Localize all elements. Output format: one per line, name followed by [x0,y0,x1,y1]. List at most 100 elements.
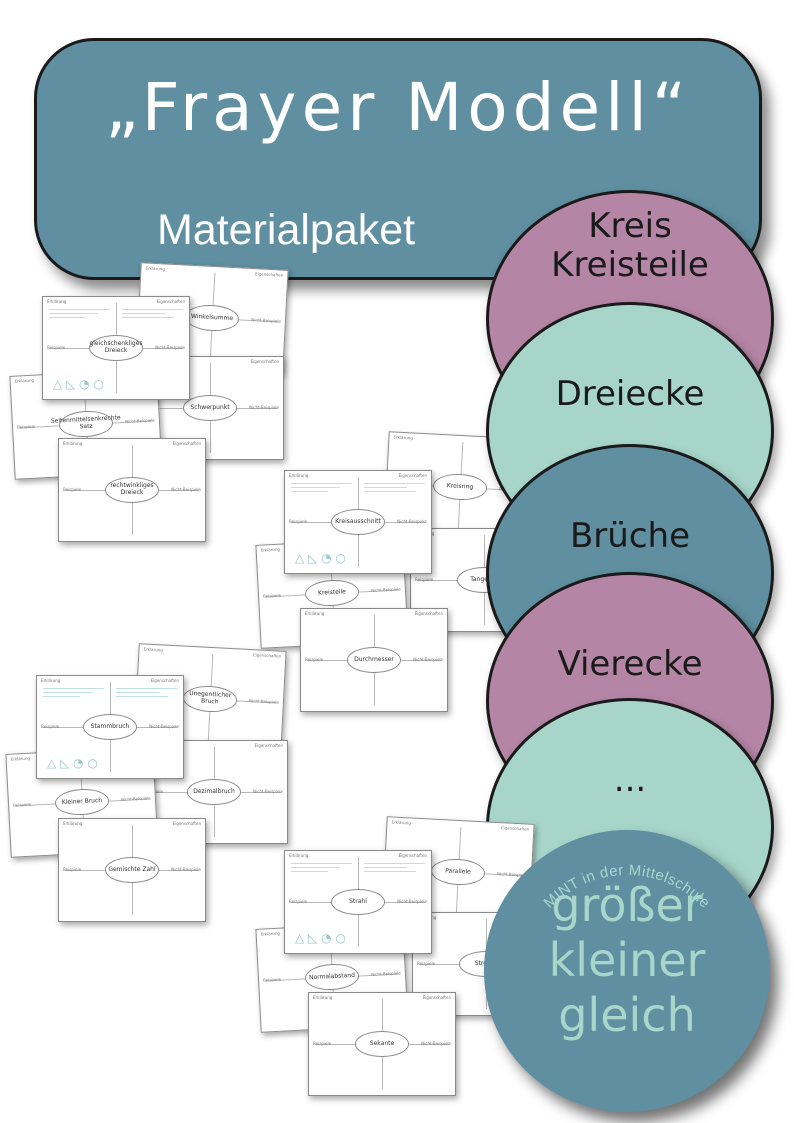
card-term: Normalabstand [304,962,360,992]
card-label-non-examples: Nicht-Beispiele [253,789,283,795]
card-label-non-examples: Nicht-Beispiele [171,867,201,873]
card-term: Strahl [331,889,385,915]
card-text-lines [49,306,111,324]
card-text-lines [121,306,183,324]
card-label-properties: Eigenschaften [172,821,201,826]
card-term: Unegentlicher Bruch [182,684,238,714]
mint-badge: MINT in der Mittelschule größer kleiner … [484,830,770,1112]
card-term: Sekante [355,1031,409,1057]
card-text-lines [115,685,177,703]
card-label-definition: Erklärung [289,473,309,478]
card-label-definition: Erklärung [41,678,61,683]
card-label-non-examples: Nicht-Beispiele [370,970,402,977]
card-label-examples: Beispiele [16,423,36,430]
card-label-properties: Eigenschaften [156,299,185,304]
card-label-definition: Erklärung [14,377,35,384]
card-label-definition: Erklärung [305,611,325,616]
card-label-examples: Beispiele [289,899,308,905]
card-term: Seitenmittelsenkrechte Satz [51,409,121,439]
subtitle: Materialpaket [157,206,416,254]
card-label-non-examples: Nicht-Beispiele [397,899,427,905]
card-term: Parallele [430,857,486,887]
card-text-lines [43,685,105,703]
card-label-properties: Eigenschaften [422,995,451,1000]
card-label-properties: Eigenschaften [398,853,427,858]
card-label-definition: Erklärung [63,441,83,446]
card-label-non-examples: Nicht-Beispiele [251,317,282,324]
card-label-examples: Beispiele [41,724,60,730]
card-term: Kreisteile [304,578,360,608]
card-term: Kleiner Bruch [54,787,110,817]
badge-line: gleich [558,988,696,1043]
card-label-definition: Erklärung [393,434,413,441]
card-label-definition: Erklärung [313,995,333,1000]
card-term: Dezimalbruch [187,779,241,805]
card-label-examples: Beispiele [12,801,32,808]
badge-arc-text: MINT in der Mittelschule [541,862,713,912]
topic-label: ... [613,760,647,800]
topic-label: Vierecke [557,644,703,684]
card-term: Kreisring [432,472,488,502]
card-text-lines [291,860,353,878]
card-label-examples: Beispiele [47,345,66,351]
main-title: „Frayer Modell“ [104,69,692,146]
card-label-non-examples: Nicht-Beispiele [249,405,279,411]
card-label-non-examples: Nicht-Beispiele [370,586,402,593]
card-sketch-icon: △ ◺ ◔ ○ [53,377,104,391]
card-label-properties: Eigenschaften [254,271,284,278]
card-label-properties: Eigenschaften [172,441,201,446]
card-text-lines [291,480,353,498]
card-label-properties: Eigenschaften [150,678,179,683]
card-label-non-examples: Nicht-Beispiele [249,698,280,705]
card-sketch-icon: △ ◺ ◔ ○ [47,756,98,770]
card-label-definition: Erklärung [289,853,309,858]
card-label-non-examples: Nicht-Beispiele [171,487,201,493]
badge-line: kleiner [548,933,706,988]
card-term: Gemischte Zahl [105,857,159,883]
card-label-examples: Beispiele [417,961,436,967]
card-label-non-examples: Nicht-Beispiele [413,657,443,663]
card-label-definition: Erklärung [391,819,411,826]
card-label-examples: Beispiele [63,487,82,493]
title-banner: „Frayer Modell“ Materialpaket [34,38,762,280]
card-label-non-examples: Nicht-Beispiele [155,345,185,351]
card-label-definition: Erklärung [260,930,281,937]
card-term: Durchmesser [347,647,401,673]
card-label-definition: Erklärung [10,755,31,762]
card-label-non-examples: Nicht-Beispiele [397,519,427,525]
card-sketch-icon: △ ◺ ◔ ○ [295,931,346,945]
card-label-non-examples: Nicht-Beispiele [120,795,152,802]
card-label-non-examples: Nicht-Beispiele [421,1041,451,1047]
card-label-properties: Eigenschaften [252,652,282,659]
card-label-definition: Erklärung [260,546,281,553]
card-term: Schwerpunkt [183,395,237,421]
card-label-examples: Beispiele [63,867,82,873]
card-label-non-examples: Nicht-Beispiele [149,724,179,730]
card-label-non-examples: Nicht-Beispiele [124,417,156,424]
card-label-properties: Eigenschaften [254,743,283,748]
card-term: Kreisausschnitt [331,509,385,535]
card-label-properties: Eigenschaften [414,611,443,616]
badge-text: größer kleiner gleich [484,878,770,1044]
card-label-examples: Beispiele [289,519,308,525]
card-term: rechtwinkliges Dreieck [105,477,159,503]
topic-label: Brüche [569,516,690,556]
card-label-examples: Beispiele [305,657,324,663]
topic-label: Dreiecke [555,374,705,414]
card-sketch-icon: △ ◺ ◔ ○ [295,551,346,565]
card-label-definition: Erklärung [47,299,67,304]
card-label-examples: Beispiele [415,577,434,583]
card-term: Stammbruch [83,714,137,740]
card-label-examples: Beispiele [262,592,282,599]
topic-label: Kreis Kreisteile [551,206,709,286]
card-label-properties: Eigenschaften [398,473,427,478]
badge-line: größer [551,878,703,932]
card-term: Winkelsumme [184,303,240,333]
card-label-definition: Erklärung [63,821,83,826]
